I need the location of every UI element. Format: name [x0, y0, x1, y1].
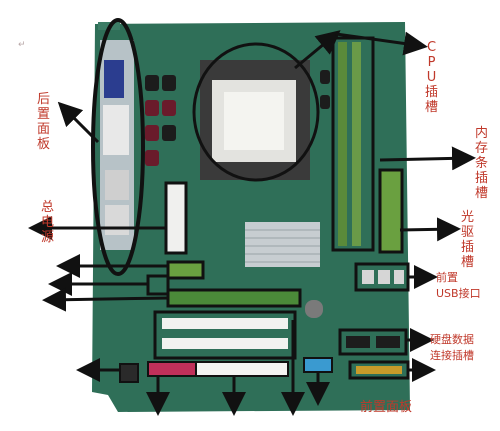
label-hdd-1: 硬盘数据: [430, 333, 474, 346]
label-front-usb-2: USB接口: [436, 287, 481, 300]
label-front-panel: 前置面板: [360, 400, 413, 415]
pci-slots: [119, 310, 333, 383]
label-hdd-2: 连接插槽: [430, 349, 474, 362]
small-headers: [146, 260, 302, 308]
sata-connectors: [338, 328, 408, 356]
label-rear-panel: 后置面板: [36, 92, 50, 152]
rear-io-ports: [100, 40, 134, 250]
chipset-heatsink: [245, 222, 320, 267]
label-optical-slot: 光驱插槽: [460, 210, 474, 270]
power-connector: [164, 181, 188, 255]
callout-arrows: [28, 30, 476, 416]
label-cpu-socket: CPU插槽: [424, 40, 438, 115]
label-main-power: 总电源: [40, 200, 54, 245]
capacitors: [145, 70, 330, 318]
label-front-usb-1: 前置: [436, 271, 458, 284]
optical-connector: [378, 168, 404, 254]
memory-slots: [331, 36, 375, 252]
label-memory-slot: 内存条插槽: [474, 126, 488, 201]
paragraph-mark: ↵: [18, 40, 26, 50]
cpu-socket: [192, 42, 320, 182]
rear-panel-outline: [91, 18, 145, 276]
